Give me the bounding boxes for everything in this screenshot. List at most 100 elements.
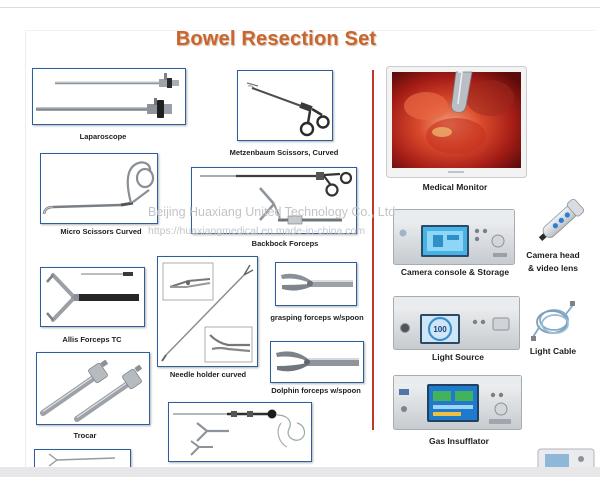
gas-outlet: [494, 402, 508, 416]
flow-readout: [455, 391, 473, 401]
partial-jaw: [48, 453, 58, 467]
forceps-hub: [316, 172, 324, 180]
handle-arm: [311, 107, 323, 117]
metzenbaum-scissors-image-box: [237, 70, 333, 141]
dolphin-forceps-label: Dolphin forceps w/spoon: [271, 386, 361, 395]
forceps-handle: [276, 414, 306, 441]
console-button: [474, 228, 480, 234]
light-post: [154, 98, 157, 105]
allis-forceps-drawing: [46, 272, 139, 322]
medical-monitor-label: Medical Monitor: [422, 182, 488, 192]
spring-handle: [126, 161, 152, 204]
top-rule: [0, 7, 600, 8]
partial-shaft: [56, 457, 116, 461]
finger-ring: [316, 115, 330, 129]
light-post: [164, 73, 167, 80]
needle-holder-drawing: [161, 262, 254, 363]
console-knob: [491, 234, 505, 248]
allis-forceps-image-box: [40, 267, 145, 327]
laparoscope-top: [55, 73, 179, 88]
console-port: [493, 253, 507, 257]
light-source-button: [472, 319, 478, 325]
backbock-forceps-image-box: [191, 167, 357, 234]
scissors-shaft: [251, 87, 305, 108]
needle-holder-image-box: [157, 256, 258, 367]
jaw-pivot: [186, 281, 190, 285]
screen-widget: [433, 235, 443, 247]
scissors-hub: [299, 102, 313, 112]
jaw-pivot: [307, 280, 313, 287]
intensity-value: 100: [433, 325, 447, 334]
gas-insufflator-label: Gas Insufflator: [429, 436, 489, 446]
cannula-highlight: [76, 381, 130, 418]
light-port: [400, 323, 410, 333]
shaft-highlight: [310, 280, 353, 282]
insufflator-switch: [401, 406, 407, 412]
bottom-band: [0, 467, 600, 477]
scope-body: [147, 104, 157, 114]
camera-console-drawing: [393, 209, 515, 265]
camera-lens-coupler: [566, 198, 585, 217]
camera-head-body: [538, 198, 585, 241]
shaft-marker: [247, 411, 253, 417]
intensity-gauge: [427, 316, 453, 342]
grasping-forceps-label: grasping forceps w/spoon: [270, 313, 364, 322]
tissue: [426, 118, 486, 154]
monitor-drawing: [386, 66, 527, 178]
console-button: [482, 228, 488, 234]
finger-ring: [299, 121, 315, 137]
cable-end: [565, 304, 574, 315]
console-logo: [399, 229, 407, 237]
cannula: [74, 380, 132, 422]
scope-body: [159, 79, 167, 87]
page-title: Bowel Resection Set: [175, 28, 377, 50]
scope-ring: [167, 78, 172, 88]
cable-coil: [539, 309, 569, 331]
handle-arm: [323, 172, 341, 177]
light-cable-label: Light Cable: [529, 346, 577, 356]
partial-device-screen: [545, 454, 569, 467]
micro-scissors-drawing: [42, 161, 155, 215]
jaw-collar: [287, 215, 303, 225]
shaft-highlight: [307, 358, 359, 360]
scope-ring: [157, 100, 164, 118]
allis-forceps-label: Allis Forceps TC: [62, 335, 122, 344]
cable-end: [532, 325, 541, 338]
bottom-forceps-image-box: [168, 402, 312, 462]
jaw-upper: [259, 187, 275, 205]
light-source-top: [394, 297, 519, 306]
camera-console-image: [393, 209, 515, 265]
trocar-image-box: [36, 352, 150, 425]
shaft-marker: [231, 411, 237, 417]
scissors-tip: [246, 82, 259, 87]
jaw-link: [273, 203, 281, 219]
grasping-forceps-drawing: [281, 273, 353, 291]
eyepiece: [172, 80, 179, 86]
catalog-panel: [25, 30, 595, 467]
camera-button: [552, 223, 558, 229]
backbock-forceps-drawing: [200, 171, 353, 225]
console-top: [394, 210, 514, 220]
cannula: [40, 374, 98, 416]
jaw-closeup-lower: [170, 282, 211, 288]
camera-head-drawing: [538, 198, 585, 241]
cable-coil: [541, 314, 569, 334]
light-cable-image: [530, 300, 576, 342]
watermark-company: Beijing Huaxiang United Technology Co., …: [148, 205, 396, 219]
insufflator-top: [394, 376, 521, 384]
camera-console-label: Camera console & Storage: [400, 267, 510, 277]
needle-holder-handle: [161, 354, 167, 362]
tissue: [404, 92, 448, 120]
metzenbaum-scissors-drawing: [246, 82, 330, 137]
finger-ring: [325, 183, 339, 197]
screen-bar: [433, 412, 461, 416]
grasping-forceps-image-box: [275, 262, 357, 306]
gas-insufflator-image: [393, 375, 522, 430]
handle-arm: [323, 175, 331, 185]
camera-head-image: [535, 195, 587, 245]
trocar-drawing: [40, 359, 143, 422]
trocar-head: [88, 362, 108, 384]
jaw-pivot: [304, 359, 310, 365]
cable-connector: [570, 301, 575, 306]
laparoscope-drawing: [36, 73, 179, 118]
